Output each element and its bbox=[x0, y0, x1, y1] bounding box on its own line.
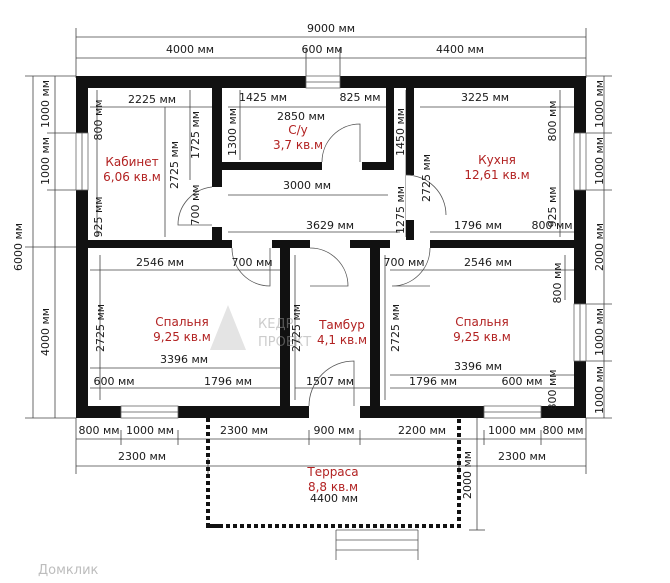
room-spalnya1-name: Спальня bbox=[155, 315, 208, 329]
watermark-text-2: ПРОЕКТ bbox=[258, 335, 311, 350]
room-kabinet-area: 6,06 кв.м bbox=[103, 170, 161, 184]
steps bbox=[335, 529, 419, 560]
dim-right-3: 2000 мм bbox=[593, 223, 606, 271]
dim-kab-h2: 2725 мм bbox=[168, 141, 181, 189]
dim-kor-w2: 3629 мм bbox=[306, 219, 354, 232]
dim-bottom-6: 1000 мм bbox=[488, 424, 536, 437]
dim-kab-door: 700 мм bbox=[189, 184, 202, 225]
room-su-area: 3,7 кв.м bbox=[273, 138, 323, 152]
dim-kor-1: 1450 мм bbox=[394, 108, 407, 156]
room-kuhnya-area: 12,61 кв.м bbox=[464, 168, 529, 182]
dim-kux-w3: 800 мм bbox=[531, 219, 572, 232]
dim-sp2-w4: 600 мм bbox=[501, 375, 542, 388]
room-spalnya2-name: Спальня bbox=[455, 315, 508, 329]
dim-left-upper: 1000 мм bbox=[39, 80, 52, 128]
dim-sp1-w: 2546 мм bbox=[136, 256, 184, 269]
dim-top-left: 4000 мм bbox=[166, 43, 214, 56]
dim-sp2-w: 2546 мм bbox=[464, 256, 512, 269]
dim-bottom-8: 2300 мм bbox=[118, 450, 166, 463]
dim-terrace-depth: 2000 мм bbox=[461, 451, 474, 499]
dim-kab-h3: 925 мм bbox=[92, 196, 105, 237]
terrace bbox=[206, 418, 461, 560]
openings bbox=[75, 75, 587, 419]
dim-bottom-3: 2300 мм bbox=[220, 424, 268, 437]
dim-sp2-h3: 800 мм bbox=[546, 369, 559, 410]
dim-bottom-7: 800 мм bbox=[542, 424, 583, 437]
dim-kux-h3: 925 мм bbox=[546, 186, 559, 227]
dim-sp2-h2: 800 мм bbox=[551, 262, 564, 303]
watermark-text-1: КЕДР bbox=[258, 317, 294, 332]
dim-kux-h2: 2725 мм bbox=[420, 154, 433, 202]
room-dimension-lines bbox=[90, 90, 580, 400]
dim-left-total: 6000 мм bbox=[12, 223, 25, 271]
dim-right-4: 1000 мм bbox=[593, 308, 606, 356]
door-swings bbox=[177, 123, 447, 407]
room-dimension-texts: 2225 мм 800 мм 2725 мм 925 мм 1725 мм 70… bbox=[92, 91, 573, 411]
dim-sp1-h: 2725 мм bbox=[94, 304, 107, 352]
dim-sp2-h: 2725 мм bbox=[389, 304, 402, 352]
dim-bottom-4: 900 мм bbox=[313, 424, 354, 437]
dim-left-lower: 4000 мм bbox=[39, 308, 52, 356]
dim-kor-w: 3000 мм bbox=[283, 179, 331, 192]
room-su-name: С/у bbox=[288, 123, 308, 137]
dim-bottom-2: 1000 мм bbox=[126, 424, 174, 437]
room-labels: Кабинет 6,06 кв.м С/у 3,7 кв.м Кухня 12,… bbox=[103, 123, 530, 494]
dim-sp2-w3: 1796 мм bbox=[409, 375, 457, 388]
room-kuhnya-name: Кухня bbox=[478, 153, 516, 167]
dim-kab-w: 2225 мм bbox=[128, 93, 176, 106]
dim-su-h: 1300 мм bbox=[226, 108, 239, 156]
watermark-domklik: Домклик bbox=[38, 563, 99, 578]
room-terrasa-area: 8,8 кв.м bbox=[308, 480, 358, 494]
dim-kux-w2: 1796 мм bbox=[454, 219, 502, 232]
dim-kux-h1: 800 мм bbox=[546, 100, 559, 141]
dim-sp1-w3: 600 мм bbox=[93, 375, 134, 388]
dim-sp1-w4: 1796 мм bbox=[204, 375, 252, 388]
dim-right-2: 1000 мм bbox=[593, 137, 606, 185]
dim-kab-h4: 1725 мм bbox=[189, 111, 202, 159]
dim-bottom-5: 2200 мм bbox=[398, 424, 446, 437]
room-spalnya2-area: 9,25 кв.м bbox=[453, 330, 511, 344]
room-tambur-area: 4,1 кв.м bbox=[317, 333, 367, 347]
dim-su-w: 2850 мм bbox=[277, 110, 325, 123]
dim-right-5: 1000 мм bbox=[593, 366, 606, 414]
dim-kab-h1: 800 мм bbox=[92, 99, 105, 140]
outer-dimension-texts: 9000 мм 4000 мм 600 мм 4400 мм 6000 мм 1… bbox=[12, 22, 606, 505]
room-kabinet-name: Кабинет bbox=[105, 155, 158, 169]
dim-kor-h: 1275 мм bbox=[394, 186, 407, 234]
dim-sp1-w2: 3396 мм bbox=[160, 353, 208, 366]
room-terrasa-name: Терраса bbox=[306, 465, 358, 479]
dim-sp2-w2: 3396 мм bbox=[454, 360, 502, 373]
dim-tam-w: 1507 мм bbox=[306, 375, 354, 388]
dim-top-total: 9000 мм bbox=[307, 22, 355, 35]
room-tambur-name: Тамбур bbox=[318, 318, 365, 332]
dim-kux-w: 3225 мм bbox=[461, 91, 509, 104]
dim-left-upper-mid: 1000 мм bbox=[39, 137, 52, 185]
dim-sp1-door: 700 мм bbox=[231, 256, 272, 269]
dim-bottom-9: 2300 мм bbox=[498, 450, 546, 463]
dim-tam-h: 2725 мм bbox=[290, 304, 303, 352]
dim-top-right: 4400 мм bbox=[436, 43, 484, 56]
dim-sp2-door: 700 мм bbox=[383, 256, 424, 269]
dim-top-mid: 600 мм bbox=[301, 43, 342, 56]
dimension-lines bbox=[25, 28, 612, 531]
dim-su-2: 825 мм bbox=[339, 91, 380, 104]
dim-right-1: 1000 мм bbox=[593, 80, 606, 128]
dim-terrace-width: 4400 мм bbox=[310, 492, 358, 505]
watermark: КЕДР ПРОЕКТ bbox=[210, 305, 311, 350]
room-spalnya1-area: 9,25 кв.м bbox=[153, 330, 211, 344]
dim-bottom-1: 800 мм bbox=[78, 424, 119, 437]
dim-su-1: 1425 мм bbox=[239, 91, 287, 104]
